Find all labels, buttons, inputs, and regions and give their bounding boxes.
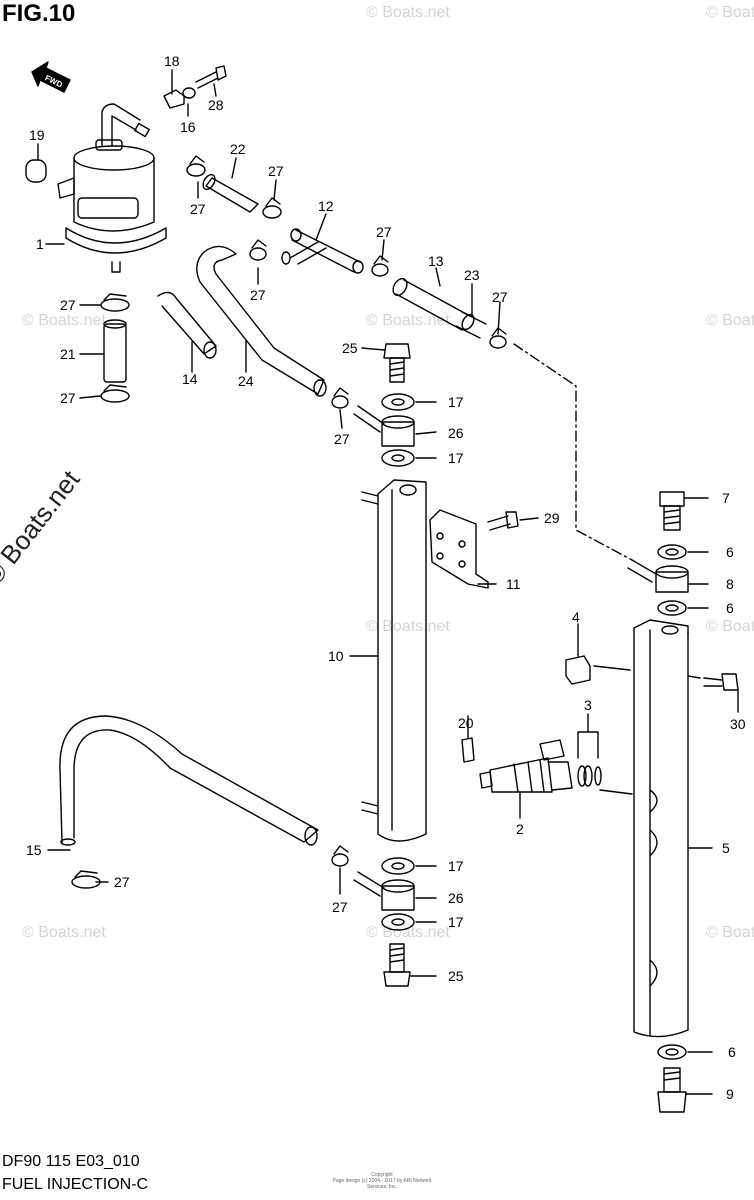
long-hose-part: [196, 245, 327, 397]
callout-label: 26: [448, 425, 464, 441]
fwd-arrow-icon: [31, 61, 71, 93]
callout-label: 24: [238, 373, 254, 389]
callout-label: 5: [722, 840, 730, 856]
callout-label: 27: [190, 201, 206, 217]
callout-label: 27: [114, 874, 130, 890]
callout-label: 12: [318, 198, 334, 214]
fuel-rail-left: [361, 479, 427, 842]
bracket-fasteners: [163, 65, 227, 109]
callout-label: 7: [722, 490, 730, 506]
hose-part: [157, 291, 217, 359]
callout-label: 28: [208, 97, 224, 113]
callout-label: 9: [726, 1086, 734, 1102]
callout-label: 17: [448, 450, 464, 466]
washer-fitting-lower: [353, 857, 415, 987]
watermark-faded: © Boats.net: [706, 312, 754, 329]
bolt-part: [487, 511, 519, 531]
leader-line: [593, 665, 633, 795]
watermark-faded: © Boats.net: [366, 312, 450, 329]
fuel-injector-part: [479, 739, 573, 793]
fuel-hose-part: [392, 277, 487, 339]
callout-label: 29: [544, 510, 560, 526]
callout-label: 19: [29, 127, 45, 143]
callout-label: 17: [448, 914, 464, 930]
clip-part: [461, 737, 475, 763]
union-bolt-part: [659, 491, 685, 531]
callout-label: 17: [448, 858, 464, 874]
cap-part: [565, 655, 591, 685]
callout-label: 6: [726, 600, 734, 616]
callout-label: 16: [180, 119, 196, 135]
joint-part: [281, 228, 364, 274]
bolt-washer-bottom: [657, 1044, 687, 1113]
section-name: FUEL INJECTION-C: [2, 1176, 149, 1193]
washer-fitting-upper: [353, 393, 415, 467]
callout-label: 20: [458, 715, 474, 731]
grommet-part: [25, 159, 47, 183]
fuel-filter-part: [57, 103, 167, 273]
union-bolt-part: [383, 343, 411, 383]
callout-label: 21: [60, 346, 76, 362]
watermark-faded: © Boats.net: [706, 4, 754, 21]
callout-label: 14: [182, 371, 198, 387]
copyright-line: Page design (c) 2004 - 2017 by ARI Netwo…: [332, 1178, 432, 1190]
callout-label: 3: [584, 697, 592, 713]
callout-label: 10: [328, 648, 344, 664]
washer-fitting-right: [627, 544, 689, 616]
callout-label: 8: [726, 576, 734, 592]
callout-label: 27: [376, 224, 392, 240]
callout-label: 18: [164, 53, 180, 69]
callout-label: 25: [342, 340, 358, 356]
callout-label: 27: [60, 390, 76, 406]
callout-label: 27: [492, 289, 508, 305]
copyright-line: Copyright: [371, 1172, 393, 1178]
callout-label: 27: [332, 899, 348, 915]
return-hose-part: [59, 715, 319, 846]
watermark-faded: © Boats.net: [706, 618, 754, 635]
callout-label: 6: [726, 544, 734, 560]
callout-label: 23: [464, 267, 480, 283]
callout-label: 27: [250, 287, 266, 303]
watermark-faded: © Boats.net: [366, 4, 450, 21]
callout-label: 11: [506, 576, 521, 592]
short-hose-part: [103, 319, 127, 383]
mounting-bracket-part: [429, 509, 489, 589]
watermark-faded: © Boats.net: [706, 924, 754, 941]
callout-label: 27: [60, 297, 76, 313]
callout-label: 13: [428, 253, 444, 269]
callout-label: 30: [730, 716, 746, 732]
watermark-faded: © Boats.net: [22, 312, 106, 329]
callout-label: 15: [26, 842, 42, 858]
callout-label: 17: [448, 394, 464, 410]
hose-part: [202, 173, 259, 213]
figure-title: FIG.10: [2, 0, 76, 27]
fuel-rail-right: [633, 619, 701, 1038]
copyright-notice: Copyright Page design (c) 2004 - 2017 by…: [322, 1172, 442, 1190]
watermark-faded: © Boats.net: [366, 618, 450, 635]
callout-label: 4: [572, 609, 580, 625]
callout-label: 27: [334, 431, 350, 447]
routing-line: [513, 343, 633, 561]
callout-label: 26: [448, 890, 464, 906]
callout-label: 2: [516, 821, 524, 837]
callout-label: 27: [268, 163, 284, 179]
callout-labels: 18 28 16 19 22 27 27 1 12 27 27 13 23 27…: [26, 53, 746, 1102]
leader-lines: [37, 69, 739, 1095]
bolt-part: [703, 673, 739, 691]
callout-label: 22: [230, 141, 246, 157]
callout-label: 25: [448, 968, 464, 984]
model-code: DF90 115 E03_010: [2, 1153, 140, 1170]
callout-label: 6: [728, 1044, 736, 1060]
watermark-faded: © Boats.net: [22, 924, 106, 941]
callout-label: 1: [36, 236, 44, 252]
o-ring-part: [577, 765, 602, 787]
